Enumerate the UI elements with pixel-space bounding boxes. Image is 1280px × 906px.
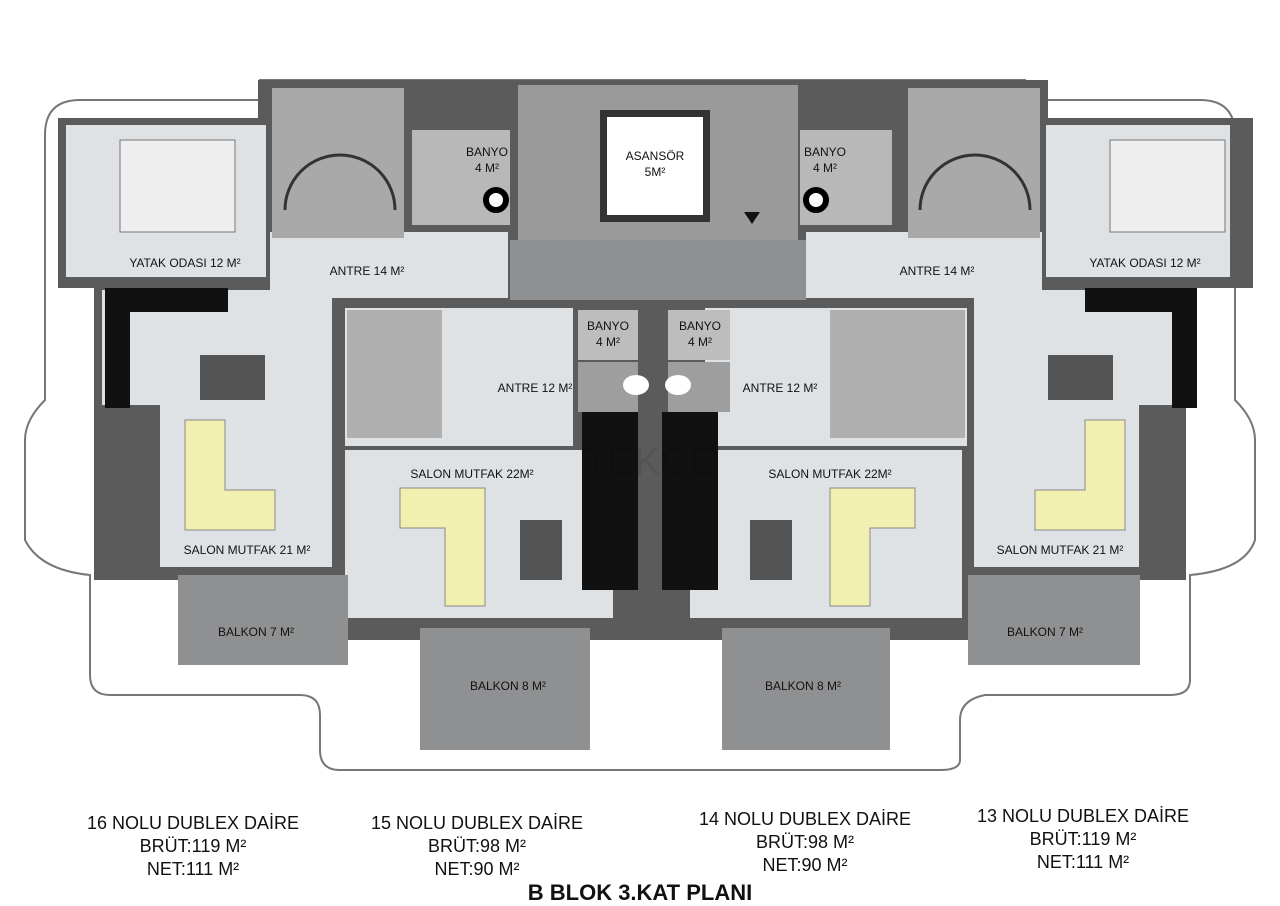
room-label: SALON MUTFAK 21 M² [997, 543, 1124, 557]
arrow-down-icon [744, 212, 760, 224]
unit-net: NET:90 M² [762, 855, 848, 875]
kitchen-counter [662, 412, 718, 590]
unit-13-caption: 13 NOLU DUBLEX DAİRE BRÜT:119 M² NET:111… [977, 805, 1189, 874]
banyo-mid-left [578, 310, 638, 360]
room-label: BALKON 8 M² [470, 679, 546, 693]
room-label: BALKON 7 M² [218, 625, 294, 639]
room-label: ASANSÖR [626, 149, 685, 163]
dining-table [520, 520, 562, 580]
balkon8-right [722, 628, 890, 750]
unit-16-caption: 16 NOLU DUBLEX DAİRE BRÜT:119 M² NET:111… [87, 812, 299, 881]
antre14-left [270, 232, 508, 298]
bed-icon [1109, 139, 1226, 233]
unit-gross: BRÜT:98 M² [427, 836, 527, 856]
unit-14-caption: 14 NOLU DUBLEX DAİRE BRÜT:98 M² NET:90 M… [699, 808, 911, 877]
sink-icon [803, 187, 829, 213]
kitchen-counter [108, 288, 228, 312]
salon22-right [690, 450, 962, 618]
room-label: SALON MUTFAK 22M² [410, 467, 533, 481]
sofa-icon [399, 487, 486, 607]
unit-gross: BRÜT:98 M² [755, 832, 855, 852]
room-label: YATAK ODASI 12 M² [129, 256, 240, 270]
kitchen-counter [582, 412, 638, 590]
room-label: 4 M² [688, 335, 712, 349]
room-label: 4 M² [475, 161, 499, 175]
unit-net: NET:111 M² [146, 859, 240, 879]
unit-name: 14 NOLU DUBLEX DAİRE [698, 809, 912, 829]
toilet-icon [623, 375, 649, 395]
unit-name: 13 NOLU DUBLEX DAİRE [976, 806, 1190, 826]
room-label: ANTRE 14 M² [330, 264, 405, 278]
balkon8-left [420, 628, 590, 750]
unit-name: 16 NOLU DUBLEX DAİRE [86, 813, 300, 833]
room-label: BANYO [587, 319, 629, 333]
stair-arc [283, 153, 397, 211]
watermark: TEKCE [583, 440, 716, 484]
balkon7-right [968, 575, 1140, 665]
elevator [607, 117, 703, 215]
spiral-stair-left [272, 88, 404, 238]
kitchen-counter [1085, 288, 1197, 312]
room-label: 5M² [645, 165, 666, 179]
stair-left [347, 310, 442, 438]
room-label: YATAK ODASI 12 M² [1089, 256, 1200, 270]
unit-gross: BRÜT:119 M² [1029, 829, 1137, 849]
banyo-mid-right [668, 310, 730, 360]
room-label: BALKON 7 M² [1007, 625, 1083, 639]
room-label: BANYO [466, 145, 508, 159]
sofa-icon [829, 487, 916, 607]
plan-title: B BLOK 3.KAT PLANI [527, 880, 753, 905]
dining-table [200, 355, 265, 400]
room-label: 4 M² [813, 161, 837, 175]
antre14-right [806, 232, 1042, 298]
balkon7-left [178, 575, 348, 665]
sofa-icon [1034, 419, 1126, 531]
room-label: ANTRE 12 M² [498, 381, 573, 395]
toilet-icon [665, 375, 691, 395]
unit-net: NET:90 M² [434, 859, 520, 879]
room-label: ANTRE 12 M² [743, 381, 818, 395]
sofa-icon [184, 419, 276, 531]
dining-table [1048, 355, 1113, 400]
unit-net: NET:111 M² [1036, 852, 1130, 872]
unit-name: 15 NOLU DUBLEX DAİRE [370, 813, 584, 833]
unit-15-caption: 15 NOLU DUBLEX DAİRE BRÜT:98 M² NET:90 M… [371, 812, 583, 881]
room-label: ANTRE 14 M² [900, 264, 975, 278]
room-label: BANYO [804, 145, 846, 159]
unit-gross: BRÜT:119 M² [139, 836, 247, 856]
dining-table [750, 520, 792, 580]
sink-icon [483, 187, 509, 213]
room-label: BALKON 8 M² [765, 679, 841, 693]
landing [510, 240, 806, 300]
bed-icon [119, 139, 236, 233]
stair-arc [918, 153, 1032, 211]
spiral-stair-right [908, 88, 1040, 238]
room-label: BANYO [679, 319, 721, 333]
room-label: 4 M² [596, 335, 620, 349]
room-label: SALON MUTFAK 21 M² [184, 543, 311, 557]
room-label: SALON MUTFAK 22M² [768, 467, 891, 481]
stair-right [830, 310, 965, 438]
